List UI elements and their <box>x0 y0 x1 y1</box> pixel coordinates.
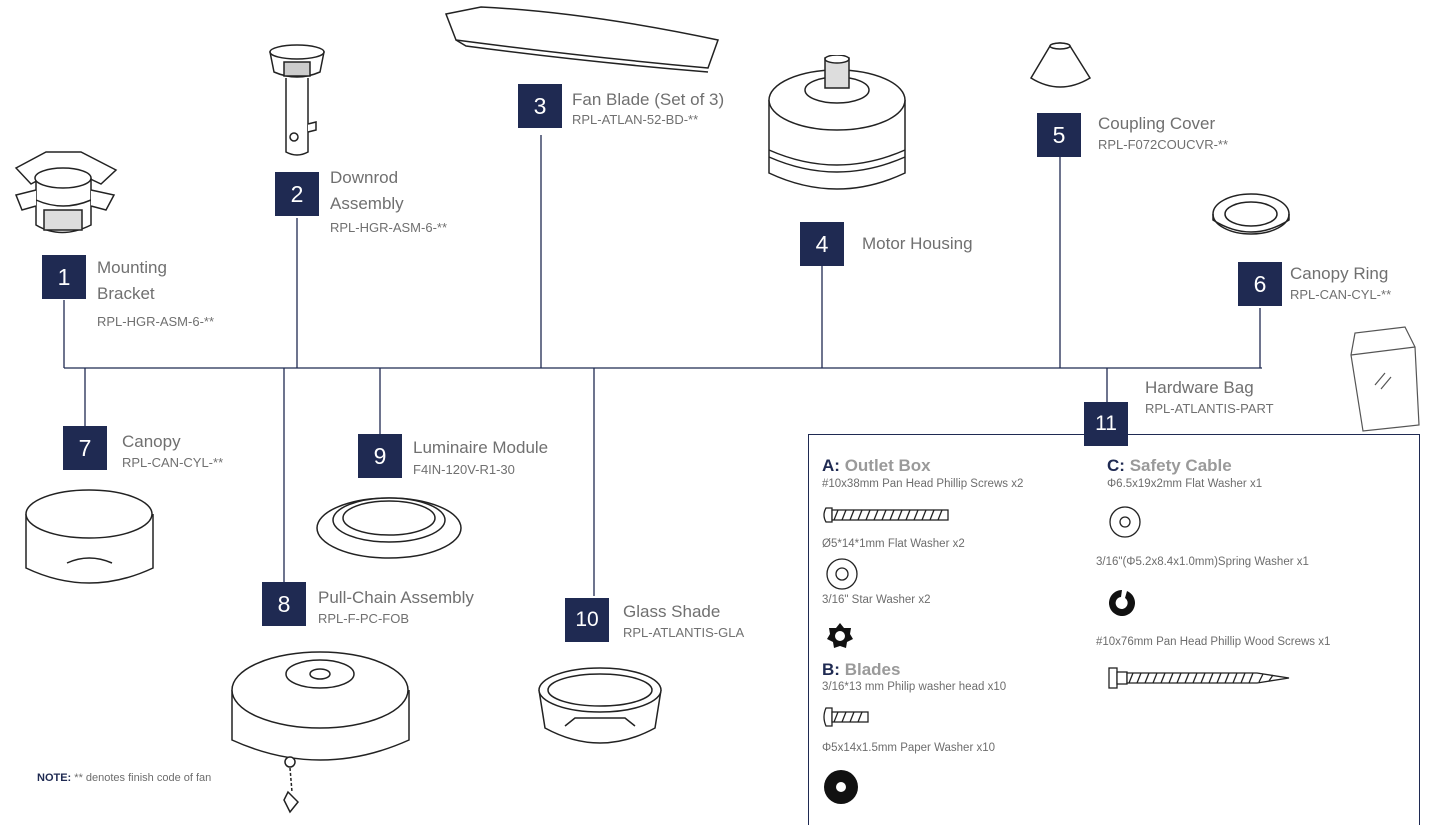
part-code: RPL-ATLAN-52-BD-** <box>572 112 699 127</box>
part-name: Canopy Ring <box>1290 264 1389 283</box>
part-code: RPL-HGR-ASM-6-** <box>97 314 215 329</box>
finish-code-note: NOTE: ** denotes finish code of fan <box>37 772 212 784</box>
coupling-cover-illustration <box>1029 42 1092 88</box>
part-code: RPL-CAN-CYL-** <box>1290 287 1392 302</box>
washer-head-screw-icon <box>823 707 869 727</box>
part-name: Pull-Chain Assembly <box>318 588 474 607</box>
glass-shade-illustration <box>538 667 662 744</box>
downrod-illustration <box>269 44 325 156</box>
hardware-item: #10x38mm Pan Head Phillip Screws x2 <box>822 478 1024 490</box>
luminaire-module-illustration <box>316 497 462 559</box>
hardware-group-title: B: Blades <box>822 660 901 679</box>
hardware-item: Ø5*14*1mm Flat Washer x2 <box>822 538 965 550</box>
hardware-item: Φ5x14x1.5mm Paper Washer x10 <box>822 742 996 754</box>
canopy-illustration <box>25 489 154 584</box>
part-number-badge: 11 <box>1084 402 1128 446</box>
part-name: Luminaire Module <box>413 438 549 457</box>
part-code: F4IN-120V-R1-30 <box>413 462 515 477</box>
part-number-badge: 1 <box>42 255 86 299</box>
part-number-badge: 4 <box>800 222 844 266</box>
hardware-item: #10x76mm Pan Head Phillip Wood Screws x1 <box>1096 636 1331 648</box>
part-number-badge: 5 <box>1037 113 1081 157</box>
part-number-badge: 8 <box>262 582 306 626</box>
motor-housing-illustration <box>768 55 906 190</box>
flat-washer-icon <box>826 558 858 590</box>
hardware-bag-illustration <box>1350 326 1420 432</box>
part-code: RPL-ATLANTIS-PART <box>1145 401 1274 416</box>
part-number-badge: 7 <box>63 426 107 470</box>
spring-washer-icon <box>1109 590 1135 616</box>
flat-washer-icon <box>1109 506 1141 538</box>
part-name: Mounting <box>97 258 167 277</box>
part-code: RPL-F072COUCVR-** <box>1098 137 1229 152</box>
part-name: Canopy <box>122 432 181 451</box>
part-number-badge: 2 <box>275 172 319 216</box>
part-code: RPL-CAN-CYL-** <box>122 455 224 470</box>
part-number-badge: 10 <box>565 598 609 642</box>
star-washer-icon <box>827 623 853 648</box>
pull-chain-assembly-illustration <box>231 651 410 814</box>
part-name: Bracket <box>97 284 155 303</box>
hardware-group-title: A: Outlet Box <box>822 456 931 475</box>
hardware-bag-panel <box>808 434 1420 825</box>
part-code: RPL-HGR-ASM-6-** <box>330 220 448 235</box>
part-name: Downrod <box>330 168 399 187</box>
pan-head-screw-icon <box>823 507 949 523</box>
part-code: RPL-ATLANTIS-GLA <box>623 625 745 640</box>
hardware-group-title: C: Safety Cable <box>1107 456 1232 475</box>
part-number-badge: 3 <box>518 84 562 128</box>
part-code: RPL-F-PC-FOB <box>318 611 409 626</box>
canopy-ring-illustration <box>1212 193 1290 235</box>
part-name: Fan Blade (Set of 3) <box>572 90 725 109</box>
hardware-item: 3/16*13 mm Philip washer head x10 <box>822 681 1007 693</box>
part-name: Hardware Bag <box>1145 378 1254 397</box>
part-number-badge: 6 <box>1238 262 1282 306</box>
part-name: Glass Shade <box>623 602 721 621</box>
part-name: Motor Housing <box>862 234 973 253</box>
part-name: Assembly <box>330 194 404 213</box>
fan-blade-illustration <box>444 6 719 73</box>
wood-screw-icon <box>1108 667 1290 689</box>
hardware-item: Φ6.5x19x2mm Flat Washer x1 <box>1107 478 1263 490</box>
part-name: Coupling Cover <box>1098 114 1216 133</box>
part-number-badge: 9 <box>358 434 402 478</box>
paper-washer-icon <box>824 770 858 804</box>
hardware-item: 3/16"(Φ5.2x8.4x1.0mm)Spring Washer x1 <box>1096 556 1309 568</box>
mounting-bracket-illustration <box>14 151 118 234</box>
hardware-item: 3/16" Star Washer x2 <box>822 594 931 606</box>
